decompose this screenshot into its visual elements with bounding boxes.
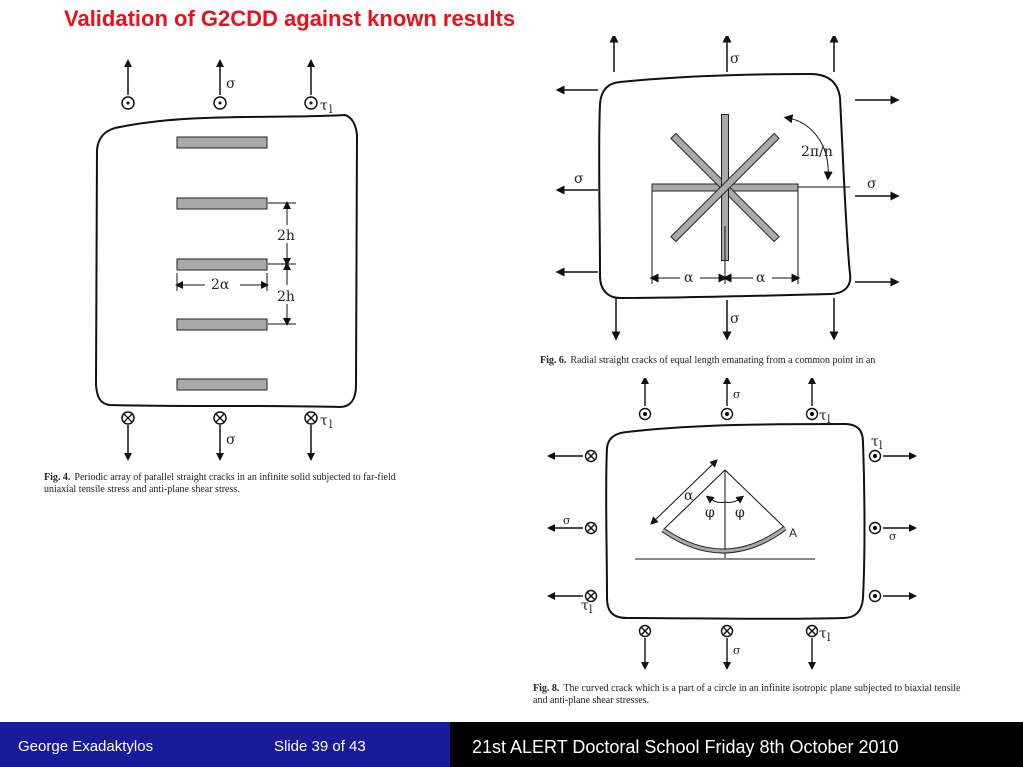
- plate-outline: [94, 113, 359, 409]
- sigma-bottom-label: σ: [730, 311, 740, 327]
- figure-8: α φ φ A σ τ l σ τ l τ l σ: [545, 378, 925, 670]
- sigma-top-label: σ: [730, 51, 740, 67]
- load-arrows: [555, 36, 900, 341]
- footer-slide-number: Slide 39 of 43: [274, 738, 366, 755]
- phi-left-label: φ: [705, 505, 715, 521]
- figure-8-caption: Fig. 8.The curved crack which is a part …: [533, 683, 973, 707]
- sigma-bottom-label: σ: [226, 432, 236, 448]
- tau-right-label: τ: [871, 434, 879, 450]
- bottom-load-arrows: [638, 624, 819, 670]
- width-label: 2α: [211, 277, 230, 293]
- crack-4: [176, 318, 268, 331]
- spacing-dimension: [268, 201, 296, 326]
- angle-label: 2π/n: [801, 144, 833, 160]
- alpha-label: α: [684, 488, 694, 504]
- plate-outline: [605, 422, 866, 620]
- sigma-top-label: σ: [226, 76, 236, 92]
- figure-4-caption-label: Fig. 4.: [44, 472, 71, 483]
- footer-author: George Exadaktylos: [18, 738, 154, 755]
- tau-right-subscript: l: [879, 439, 883, 452]
- tau-bottom-subscript: l: [827, 631, 831, 644]
- right-load-arrows: [868, 449, 917, 603]
- phi-right-label: φ: [735, 505, 745, 521]
- figure-6-caption: Fig. 6.Radial straight cracks of equal l…: [540, 355, 980, 367]
- crack-5: [176, 378, 268, 391]
- spacing-label-2: 2h: [277, 289, 295, 305]
- footer-event: 21st ALERT Doctoral School Friday 8th Oc…: [472, 737, 899, 757]
- sigma-right-label: σ: [889, 530, 897, 543]
- figure-6-diagram: 2π/n α α σ σ σ σ: [555, 36, 900, 341]
- slide-title: Validation of G2CDD against known result…: [64, 6, 516, 31]
- figure-6: 2π/n α α σ σ σ σ: [550, 36, 910, 346]
- sigma-right-label: σ: [867, 176, 877, 192]
- footer-right-bar: 21st ALERT Doctoral School Friday 8th Oc…: [450, 722, 1023, 767]
- figure-4-caption-text: Periodic array of parallel straight crac…: [44, 472, 396, 495]
- sigma-left-label: σ: [574, 171, 584, 187]
- crack-1: [176, 136, 268, 149]
- alpha-right-label: α: [756, 270, 766, 286]
- sigma-top-label: σ: [733, 388, 741, 401]
- tau-top-subscript: l: [827, 413, 831, 426]
- top-load-arrows: [121, 59, 318, 110]
- left-load-arrows: [547, 449, 598, 603]
- bottom-load-arrows: [121, 411, 318, 461]
- tau-left-label: τ: [581, 598, 589, 614]
- sigma-left-label: σ: [563, 514, 571, 527]
- alpha-left-label: α: [684, 270, 694, 286]
- sigma-bottom-label: σ: [733, 644, 741, 657]
- figure-6-caption-label: Fig. 6.: [540, 355, 567, 366]
- curved-crack: [635, 459, 815, 560]
- spacing-label-1: 2h: [277, 228, 295, 244]
- tau-bottom-label: τ: [320, 413, 328, 429]
- crack-2: [176, 197, 268, 210]
- tau-bottom-subscript: l: [329, 418, 333, 431]
- tau-bottom-label: τ: [819, 626, 827, 642]
- radial-cracks: [651, 114, 799, 261]
- point-a-label: A: [789, 526, 797, 540]
- figure-6-caption-text: Radial straight cracks of equal length e…: [570, 355, 876, 366]
- figure-8-caption-text: The curved crack which is a part of a ci…: [533, 683, 961, 706]
- tau-top-label: τ: [320, 98, 328, 114]
- top-load-arrows: [638, 378, 819, 421]
- plate-outline: [598, 72, 852, 300]
- crack-3: [176, 258, 268, 271]
- reference-lines: [649, 114, 850, 284]
- figure-8-caption-label: Fig. 8.: [533, 683, 560, 694]
- tau-top-label: τ: [819, 408, 827, 424]
- figure-4: σ τ l σ τ l 2h 2h: [70, 55, 450, 465]
- tau-top-subscript: l: [329, 103, 333, 116]
- figure-8-diagram: α φ φ A σ τ l σ τ l τ l σ: [547, 378, 917, 670]
- figure-4-caption: Fig. 4.Periodic array of parallel straig…: [44, 472, 404, 496]
- footer-left-bar: George Exadaktylos Slide 39 of 43: [0, 722, 450, 767]
- tau-left-subscript: l: [589, 603, 593, 616]
- width-dimension: [175, 273, 269, 291]
- figure-4-diagram: σ τ l σ τ l 2h 2h: [94, 59, 359, 461]
